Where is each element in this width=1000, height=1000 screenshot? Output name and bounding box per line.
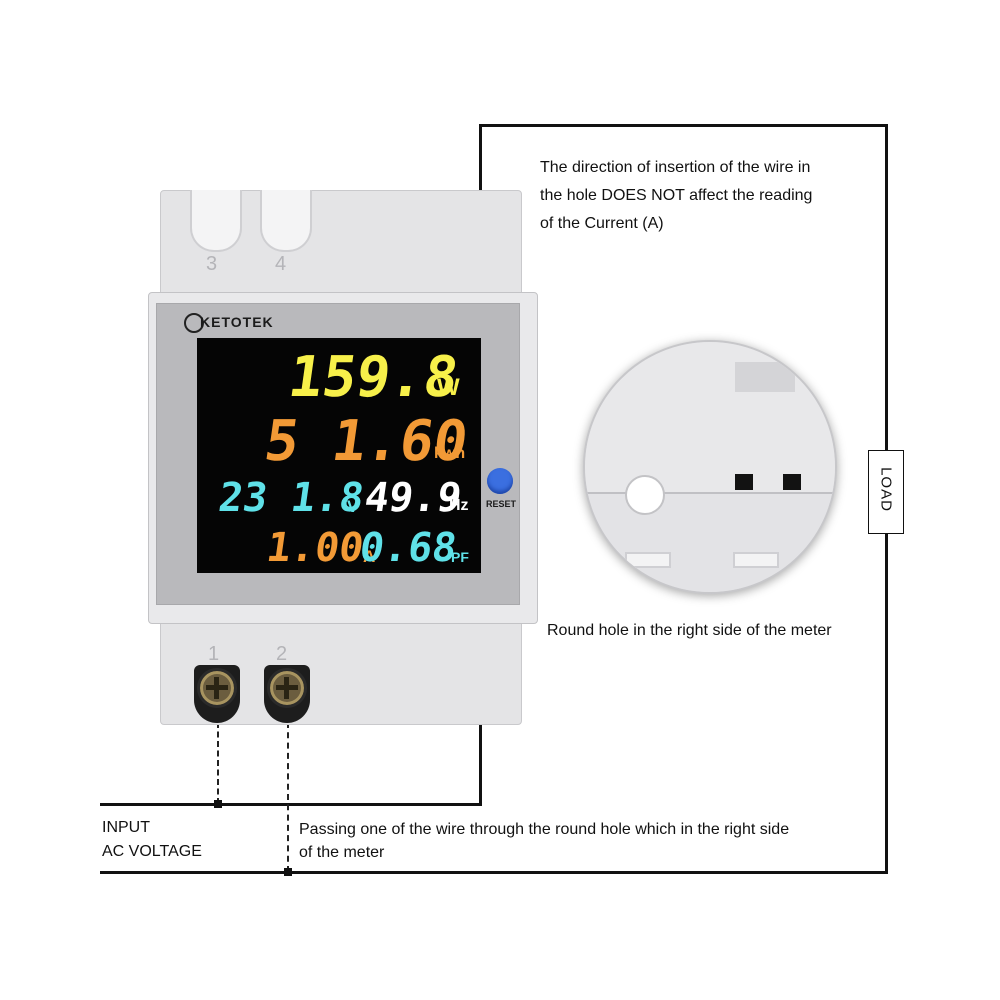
screw-icon [267,668,307,708]
input-label-line2: AC VOLTAGE [102,843,202,860]
voltage-unit: V [347,497,359,516]
frequency-unit: Hz [449,497,469,514]
pf-unit: PF [451,549,469,565]
reset-label: RESET [486,499,517,509]
junction-node-2 [284,868,292,876]
wire-terminal-1 [217,722,219,804]
current-value: 1.00 [263,525,367,571]
mag-upper-housing [585,342,835,492]
terminal-slot-4 [260,190,312,252]
terminal-number-4: 4 [275,253,287,275]
reset-button[interactable] [487,468,513,494]
wire-top [479,124,888,127]
terminal-number-1: 1 [208,643,220,665]
brand-logo-icon [184,313,204,333]
energy-unit: kwh [434,445,466,462]
terminal-number-3: 3 [206,253,218,275]
round-hole-caption: Round hole in the right side of the mete… [547,622,832,639]
terminal-slot-3 [190,190,242,252]
brand-name: KETOTEK [200,314,274,330]
current-unit: A [363,547,376,566]
mag-lower-housing [585,492,835,592]
direction-note-line1: The direction of insertion of the wire i… [540,159,811,176]
mag-clip [783,474,801,490]
lcd-screen: 159.8 W 5 1.60 kwh 23 1.8 V 49.9 Hz 1.00… [197,338,481,573]
mag-tab [625,552,671,568]
passing-note-line1: Passing one of the wire through the roun… [299,821,790,838]
screw-icon [197,668,237,708]
magnified-side-view [583,340,837,594]
mag-tab [733,552,779,568]
voltage-value: 23 1.8 [215,475,367,521]
round-hole [625,475,665,515]
input-label-line1: INPUT [102,819,150,836]
wire-input-upper [100,803,482,806]
wire-input-lower [100,871,888,874]
power-unit: W [437,374,460,401]
wire-terminal-2 [287,722,289,872]
load-box: LOAD [868,450,904,534]
power-value: 159.8 [284,345,463,410]
pf-value: 0.68 [356,525,460,571]
mag-clip [735,474,753,490]
passing-note-line2: of the meter [299,844,385,861]
direction-note-line3: of the Current (A) [540,215,664,232]
load-label: LOAD [877,467,895,512]
terminal-number-2: 2 [276,643,288,665]
mag-ridge [735,362,795,392]
direction-note-line2: the hole DOES NOT affect the reading [540,187,813,204]
junction-node-1 [214,800,222,808]
